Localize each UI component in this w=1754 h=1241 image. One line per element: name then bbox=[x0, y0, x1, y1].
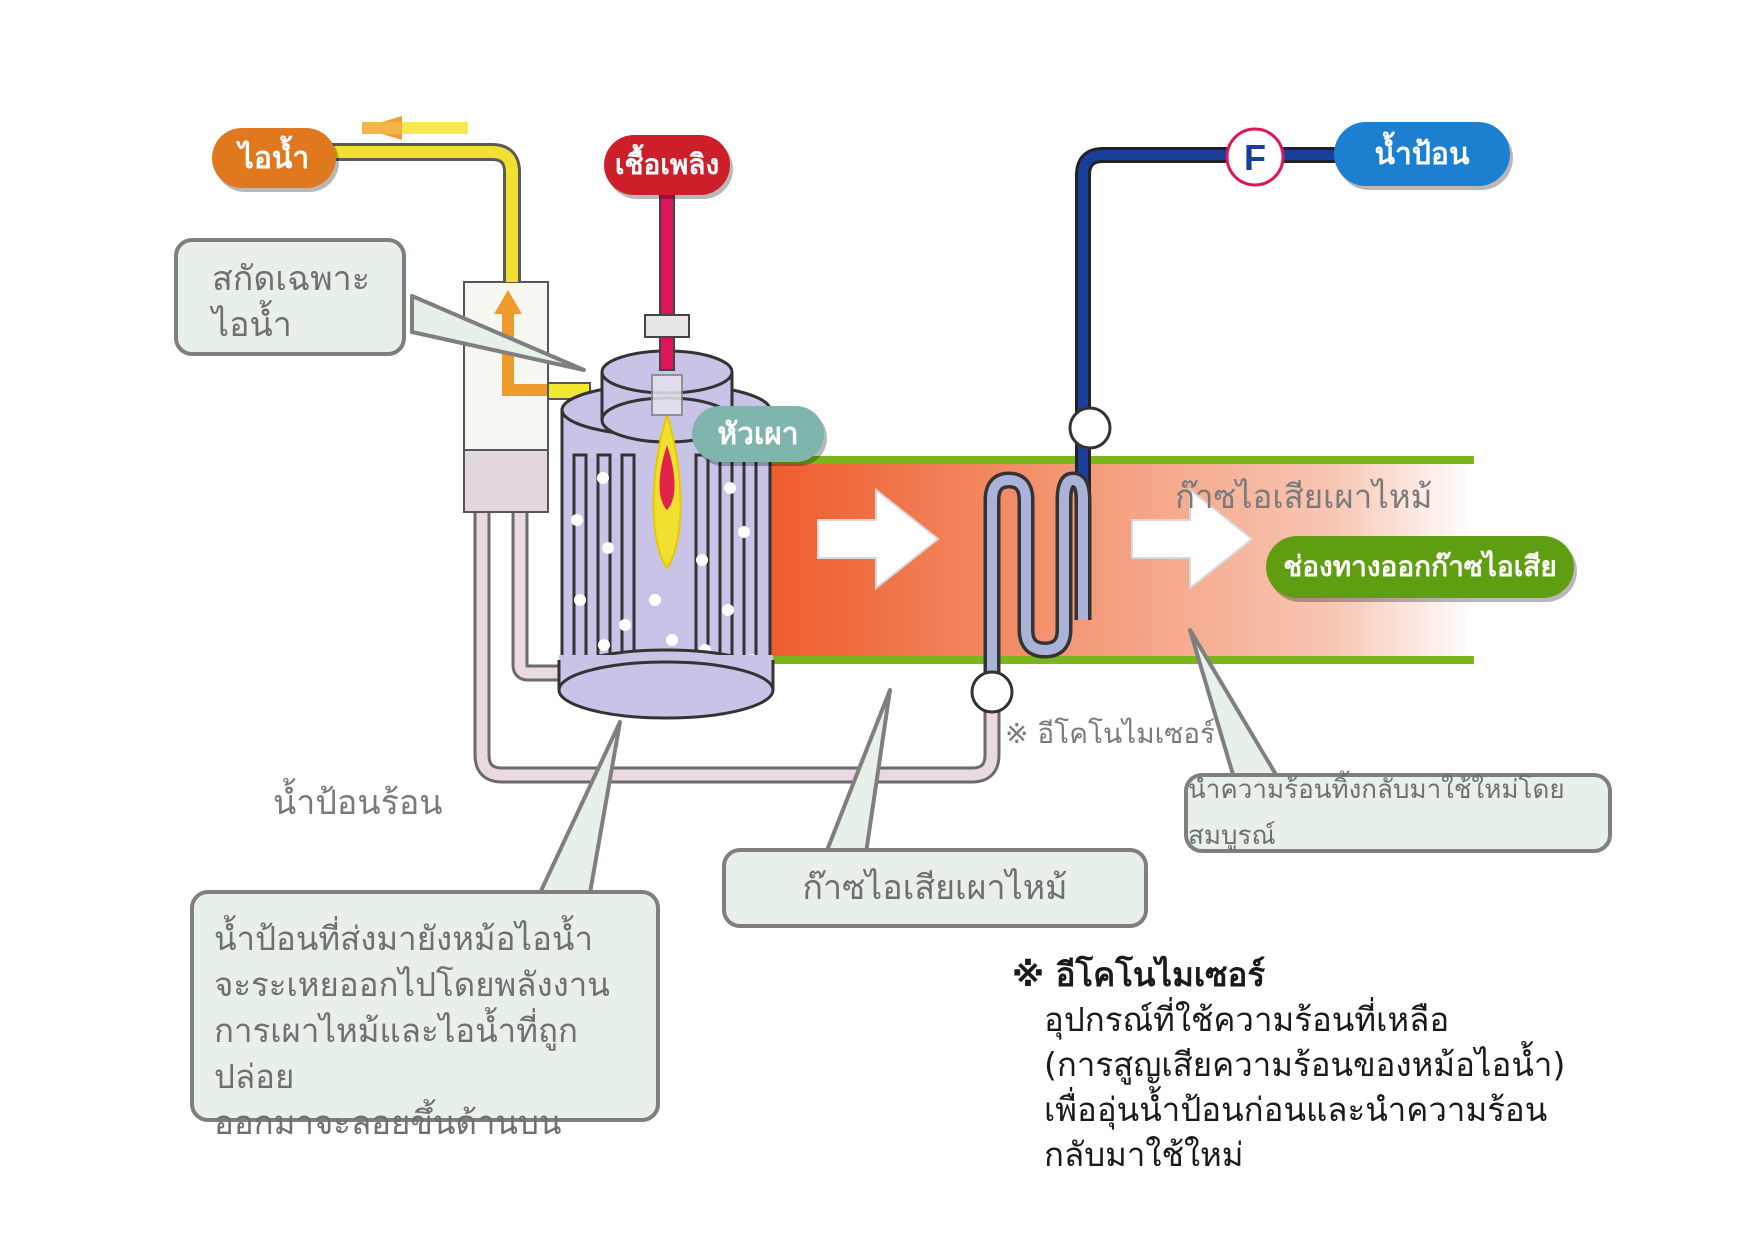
exhaust-gas-duct-label: ก๊าซไอเสียเผาไหม้ bbox=[1175, 477, 1433, 516]
economizer-marker-label: ※ อีโคโนไมเซอร์ bbox=[1005, 717, 1216, 750]
exhaust-outlet-label: ช่องทางออกก๊าซไอเสีย bbox=[1266, 536, 1574, 598]
feedwater-callout-line-4: ออกมาจะลอยขึ้นด้านบน bbox=[214, 1103, 562, 1142]
economizer-note: ※ อีโคโนไมเซอร์ อุปกรณ์ที่ใช้ความร้อนที่… bbox=[1012, 952, 1565, 1177]
steam-arrow-tail bbox=[402, 122, 468, 134]
heat-recovery-callout-text: นำความร้อนทิ้งกลับมาใช้ใหม่โดยสมบูรณ์ bbox=[1188, 775, 1565, 851]
hot-feedwater-label: น้ำป้อนร้อน bbox=[273, 783, 443, 823]
exhaust-gas-callout: ก๊าซไอเสียเผาไหม้ bbox=[722, 848, 1148, 928]
extract-steam-line-1: สกัดเฉพาะ bbox=[212, 259, 370, 299]
flow-meter: F bbox=[1225, 127, 1285, 187]
hot-feedwater-pipe bbox=[473, 500, 1001, 784]
extract-steam-callout-tail bbox=[410, 294, 586, 372]
economizer-note-line-3: เพื่ออุ่นน้ำป้อนก่อนและนำความร้อน bbox=[1044, 1090, 1548, 1129]
exhaust-gas-callout-text: ก๊าซไอเสียเผาไหม้ bbox=[802, 868, 1068, 908]
gas-flow-arrow-2 bbox=[1131, 487, 1254, 591]
feedwater-callout: น้ำป้อนที่ส่งมายังหม้อไอน้ำ จะระเหยออกไป… bbox=[190, 890, 660, 1142]
feedwater-valve[interactable] bbox=[1068, 406, 1112, 450]
economizer-coil bbox=[983, 471, 1092, 690]
flow-meter-label: F bbox=[1244, 137, 1266, 178]
economizer-note-line-2: (การสูญเสียความร้อนของหม้อไอน้ำ) bbox=[1044, 1045, 1566, 1084]
gas-flow-arrow-1 bbox=[817, 487, 940, 591]
feedwater-pipe bbox=[1075, 147, 1378, 620]
burner-flame bbox=[652, 411, 682, 570]
economizer-note-line-4: กลับมาใช้ใหม่ bbox=[1044, 1135, 1244, 1174]
feedwater-callout-line-2: จะระเหยออกไปโดยพลังงาน bbox=[214, 965, 610, 1004]
extract-steam-callout: สกัดเฉพาะ ไอน้ำ bbox=[174, 238, 406, 356]
heat-recovery-callout: นำความร้อนทิ้งกลับมาใช้ใหม่โดยสมบูรณ์ bbox=[1184, 773, 1612, 853]
fuel-valve bbox=[644, 314, 690, 338]
steam-label: ไอน้ำ bbox=[212, 128, 336, 188]
burner-label: หัวเผา bbox=[692, 406, 824, 462]
economizer-valve[interactable] bbox=[970, 670, 1014, 714]
extract-steam-line-2: ไอน้ำ bbox=[212, 305, 292, 345]
fuel-label: เชื้อเพลิง bbox=[604, 135, 730, 195]
duct-bottom-wall bbox=[762, 656, 1474, 664]
steam-pipe bbox=[322, 116, 521, 282]
feedwater-callout-line-3: การเผาไหม้และไอน้ำที่ถูกปล่อย bbox=[214, 1011, 578, 1096]
duct-top-wall bbox=[762, 456, 1474, 464]
feedwater-label: น้ำป้อน bbox=[1334, 122, 1510, 186]
fuel-pipe bbox=[644, 189, 690, 416]
feedwater-callout-tail bbox=[538, 720, 622, 895]
feedwater-callout-line-1: น้ำป้อนที่ส่งมายังหม้อไอน้ำ bbox=[214, 919, 593, 958]
burner-nozzle bbox=[651, 374, 683, 416]
economizer-note-title: ※ อีโคโนไมเซอร์ bbox=[1012, 955, 1266, 994]
economizer-note-line-1: อุปกรณ์ที่ใช้ความร้อนที่เหลือ bbox=[1044, 1000, 1450, 1039]
